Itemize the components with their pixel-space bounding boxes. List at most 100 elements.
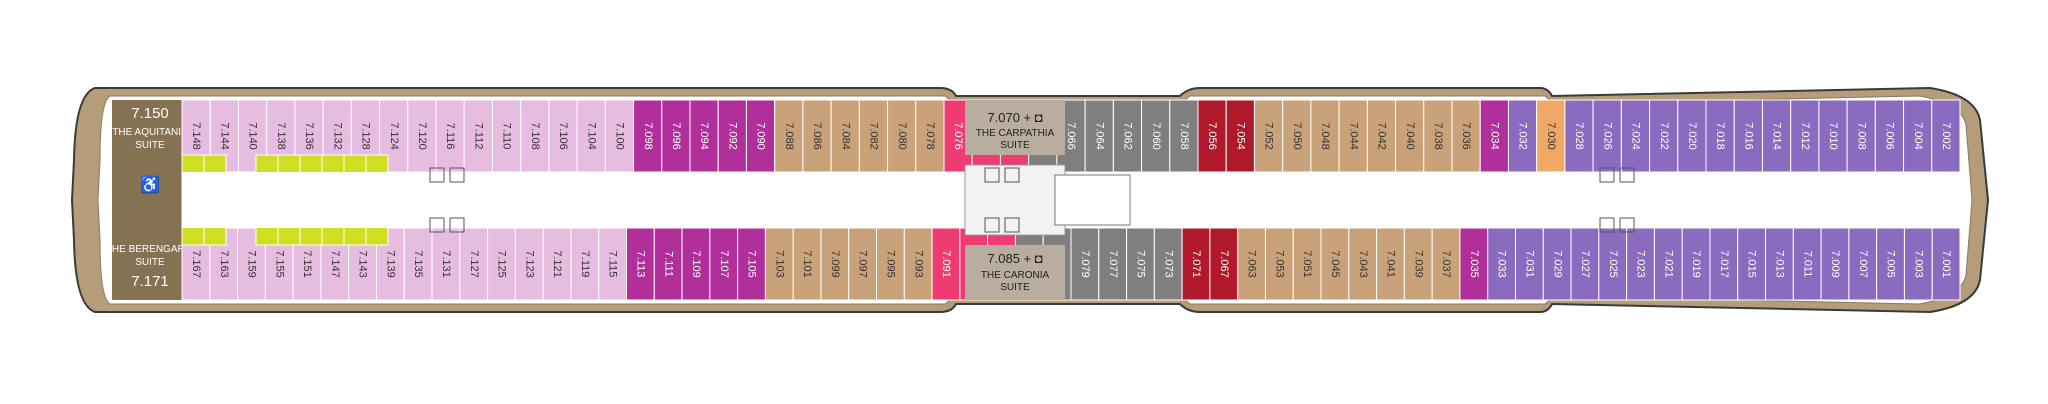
cabin-label: 7.155 [273, 250, 285, 278]
cabin-7.010[interactable] [1818, 99, 1848, 173]
cabin-7.007[interactable] [1848, 227, 1878, 301]
cabin-7.079[interactable] [1070, 227, 1100, 301]
cabin-7.003[interactable] [1903, 227, 1933, 301]
grand-suites: 7.150 THE AQUITANIA SUITE ♿ 7.171 THE BE… [106, 100, 195, 300]
cabin-7.104[interactable] [576, 99, 606, 173]
aquitania-suite[interactable] [112, 100, 182, 200]
cabin-7.116[interactable] [435, 99, 465, 173]
cabin-7.056[interactable] [1197, 99, 1227, 173]
cabin-7.127[interactable] [459, 227, 489, 301]
cabin-label: 7.095 [885, 250, 897, 278]
cabin-7.013[interactable] [1765, 227, 1794, 301]
cabin-7.009[interactable] [1820, 227, 1850, 301]
cabin-label: 7.044 [1347, 122, 1359, 150]
cabin-label: 7.010 [1827, 122, 1839, 150]
cabin-7.050[interactable] [1282, 99, 1312, 173]
cabin-7.031[interactable] [1515, 227, 1544, 301]
cabin-label: 7.138 [275, 122, 287, 150]
cabin-7.048[interactable] [1310, 99, 1340, 173]
cabin-7.062[interactable] [1112, 99, 1143, 173]
midship-lobby-core [1054, 174, 1131, 226]
cabin-label: 7.115 [607, 251, 619, 278]
cabin-7.011[interactable] [1792, 227, 1822, 301]
cabin-label: 7.132 [331, 122, 343, 150]
cabin-label: 7.032 [1517, 122, 1529, 150]
cabin-7.028[interactable] [1564, 99, 1594, 173]
cabin-7.039[interactable] [1403, 227, 1433, 301]
cabin-7.017[interactable] [1709, 227, 1739, 301]
cabin-7.110[interactable] [491, 99, 522, 173]
cabin-7.100[interactable] [604, 99, 635, 173]
cabin-7.058[interactable] [1169, 99, 1199, 173]
cabin-7.020[interactable] [1677, 99, 1707, 173]
cabin-label: 7.006 [1884, 122, 1896, 150]
carpathia-suite[interactable] [965, 100, 1065, 155]
cabin-7.016[interactable] [1733, 99, 1763, 173]
cabin-7.053[interactable] [1264, 227, 1294, 301]
cabin-7.043[interactable] [1348, 227, 1378, 301]
cabin-label: 7.024 [1630, 122, 1642, 150]
cabin-label: 7.039 [1412, 250, 1424, 278]
cabin-7.051[interactable] [1292, 227, 1322, 301]
cabin-7.108[interactable] [520, 99, 550, 173]
cabin-7.119[interactable] [570, 227, 600, 301]
cabin-7.115[interactable] [598, 227, 627, 301]
cabin-7.113[interactable] [626, 227, 655, 301]
cabin-7.093[interactable] [903, 227, 933, 301]
cabin-7.027[interactable] [1570, 227, 1600, 301]
cabin-7.125[interactable] [487, 227, 516, 301]
cabin-7.012[interactable] [1790, 99, 1820, 173]
cabin-7.097[interactable] [848, 227, 878, 301]
cabin-7.026[interactable] [1592, 99, 1622, 173]
cabin-label: 7.093 [912, 250, 924, 278]
cabin-7.040[interactable] [1395, 99, 1425, 173]
cabin-7.075[interactable] [1126, 227, 1155, 301]
cabin-7.005[interactable] [1876, 227, 1905, 301]
cabin-7.078[interactable] [915, 99, 945, 173]
cabin-label: 7.080 [896, 122, 908, 150]
cabin-7.063[interactable] [1237, 227, 1266, 301]
cabin-7.107[interactable] [709, 227, 739, 301]
cabin-7.101[interactable] [792, 227, 822, 301]
cabin-label: 7.116 [444, 123, 456, 150]
cabin-label: 7.099 [829, 250, 841, 278]
berengaria-suite[interactable] [112, 200, 182, 300]
cabin-label: 7.001 [1940, 250, 1952, 278]
cabin-label: 7.076 [952, 122, 964, 150]
cabin-7.001[interactable] [1931, 227, 1961, 301]
cabin-label: 7.013 [1774, 250, 1786, 278]
cabin-7.025[interactable] [1598, 227, 1628, 301]
cabin-label: 7.036 [1460, 122, 1472, 150]
cabin-label: 7.054 [1234, 122, 1246, 150]
cabin-7.060[interactable] [1141, 99, 1171, 173]
caronia-suite[interactable] [965, 245, 1065, 300]
cabin-label: 7.058 [1178, 122, 1190, 150]
cabin-7.092[interactable] [717, 99, 747, 173]
cabin-7.038[interactable] [1423, 99, 1453, 173]
cabin-label: 7.094 [698, 122, 710, 150]
cabin-label: 7.029 [1551, 250, 1563, 278]
cabin-7.121[interactable] [542, 227, 572, 301]
cabin-7.002[interactable] [1931, 99, 1961, 173]
cabin-7.123[interactable] [514, 227, 544, 301]
cabin-label: 7.034 [1488, 122, 1500, 150]
cabin-label: 7.151 [301, 250, 313, 278]
cabin-7.033[interactable] [1487, 227, 1516, 301]
cabin-7.034[interactable] [1479, 99, 1509, 173]
cabin-7.088[interactable] [774, 99, 804, 173]
cabin-label: 7.018 [1714, 122, 1726, 150]
cabin-7.109[interactable] [681, 227, 711, 301]
cabin-7.135[interactable] [403, 227, 433, 301]
cabin-label: 7.073 [1162, 250, 1174, 278]
cabin-7.052[interactable] [1253, 99, 1284, 173]
cabin-7.096[interactable] [661, 99, 691, 173]
cabin-7.014[interactable] [1761, 99, 1792, 173]
cabin-label: 7.106 [557, 122, 569, 150]
cabin-label: 7.062 [1122, 122, 1134, 150]
cabin-7.008[interactable] [1846, 99, 1876, 173]
cabin-7.041[interactable] [1376, 227, 1405, 301]
cabin-7.037[interactable] [1431, 227, 1461, 301]
caronia-line1: THE CARONIA [981, 270, 1050, 281]
cabin-label: 7.113 [634, 251, 646, 278]
